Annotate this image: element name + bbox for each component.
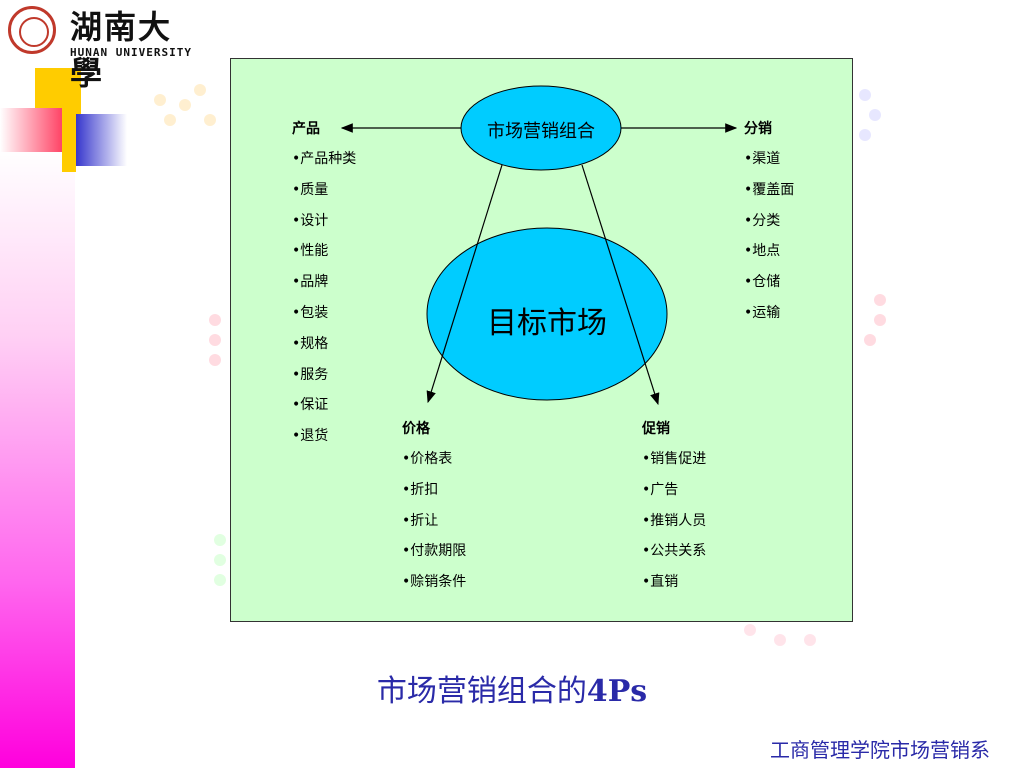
list-item: •渠道 (744, 151, 781, 167)
list-item: •退货 (292, 428, 329, 445)
target-market-label: 目标市场 (487, 306, 607, 341)
place-column: 分销 •渠道 •覆盖面 •分类 •地点 •仓储 •运输 (744, 118, 794, 334)
list-item: •销售促进 (642, 451, 707, 467)
caption-text: 市场营销组合的 (376, 674, 587, 709)
product-column: 产品 •产品种类 •质量 •设计 •性能 •品牌 •包装 •规格 •服务 •保证… (292, 118, 356, 457)
list-item: •价格表 (402, 451, 453, 467)
red-square (0, 108, 62, 152)
list-item: •付款期限 (402, 543, 467, 560)
list-item: •性能 (292, 243, 329, 260)
target-market-ellipse (426, 227, 668, 401)
blue-square (75, 114, 127, 166)
promotion-column: 促销 •销售促进 •广告 •推销人员 •公共关系 •直销 (642, 418, 706, 603)
list-item: •规格 (292, 335, 329, 352)
list-item: •包装 (292, 304, 329, 321)
place-heading: 分销 (744, 121, 772, 137)
university-logo: 湖南大學 HUNAN UNIVERSITY (4, 2, 204, 92)
university-seal-icon (8, 6, 56, 54)
list-item: •品牌 (292, 274, 329, 291)
list-item: •运输 (744, 304, 781, 321)
list-item: •推销人员 (642, 512, 707, 529)
price-column: 价格 •价格表 •折扣 •折让 •付款期限 •赊销条件 (402, 418, 466, 603)
list-item: •服务 (292, 366, 329, 383)
list-item: •折扣 (402, 481, 439, 498)
marketing-mix-label: 市场营销组合 (487, 121, 595, 142)
list-item: •保证 (292, 397, 329, 414)
arrow-to-price (426, 164, 503, 404)
list-item: •地点 (744, 243, 781, 260)
yellow-bar (62, 112, 76, 172)
list-item: •公共关系 (642, 543, 707, 560)
footer-department: 工商管理学院市场营销系 (770, 738, 990, 762)
list-item: •直销 (642, 574, 679, 591)
list-item: •覆盖面 (744, 181, 795, 198)
logo-name-cn: 湖南大學 (70, 8, 173, 92)
list-item: •仓储 (744, 274, 781, 291)
list-item: •产品种类 (292, 151, 357, 167)
caption-suffix: 4Ps (586, 674, 648, 709)
price-heading: 价格 (402, 421, 430, 437)
promotion-heading: 促销 (642, 421, 670, 437)
left-gradient-strip (0, 150, 75, 768)
list-item: •分类 (744, 212, 781, 229)
product-heading: 产品 (292, 121, 320, 137)
list-item: •折让 (402, 512, 439, 529)
yellow-square (35, 68, 81, 114)
logo-name-en: HUNAN UNIVERSITY (70, 46, 192, 59)
list-item: •赊销条件 (402, 574, 467, 591)
arrow-to-promotion (581, 164, 660, 406)
list-item: •质量 (292, 181, 329, 198)
slide-caption: 市场营销组合的4Ps (0, 666, 1024, 710)
list-item: •广告 (642, 481, 679, 498)
list-item: •设计 (292, 212, 329, 229)
